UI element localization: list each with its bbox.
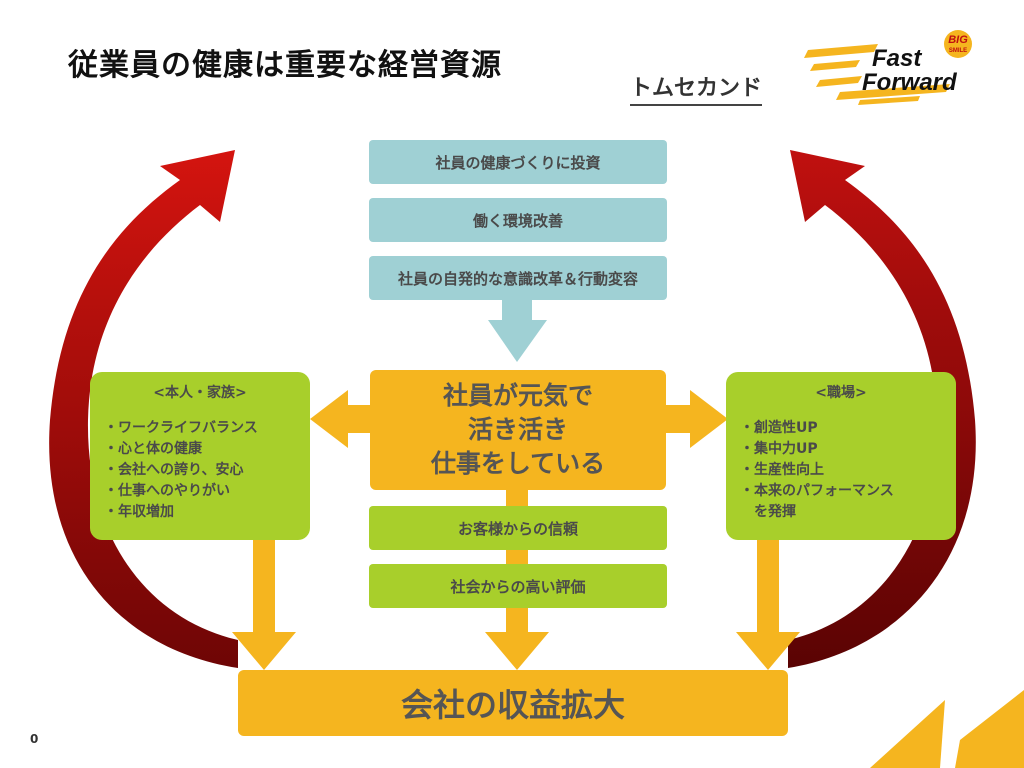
center-line-2: 活き活き — [467, 415, 568, 444]
list-item-continuation: を発揮 — [754, 504, 796, 520]
left-box-self-family: <本人・家族> ワークライフバランス 心と体の健康 会社への誇り、安心 仕事への… — [90, 372, 310, 540]
list-item: 会社への誇り、安心 — [104, 460, 296, 481]
right-box-list: 創造性UP 集中力UP 生産性向上 本来のパフォーマンス — [740, 418, 942, 502]
down-arrow-center — [485, 600, 549, 670]
center-box: 社員が元気で 活き活き 仕事をしている — [370, 370, 666, 490]
step-customer-trust: お客様からの信頼 — [369, 506, 667, 550]
list-item: 生産性向上 — [740, 460, 942, 481]
page-title: 従業員の健康は重要な経営資源 — [68, 48, 502, 83]
list-item: 年収増加 — [104, 502, 296, 523]
svg-text:Forward: Forward — [862, 69, 958, 96]
bottom-box-profit: 会社の収益拡大 — [238, 670, 788, 736]
svg-text:BIG: BIG — [948, 34, 968, 46]
right-box-workplace: <職場> 創造性UP 集中力UP 生産性向上 本来のパフォーマンス を発揮 — [726, 372, 956, 540]
center-line-3: 仕事をしている — [430, 449, 606, 478]
list-item: 創造性UP — [740, 418, 942, 439]
list-item: 心と体の健康 — [104, 439, 296, 460]
svg-text:Fast: Fast — [872, 45, 922, 72]
step-social-reputation: 社会からの高い評価 — [369, 564, 667, 608]
left-box-heading: <本人・家族> — [153, 385, 247, 401]
step-improve-environment: 働く環境改善 — [369, 198, 667, 242]
down-arrow-left — [232, 540, 296, 670]
step-invest-health: 社員の健康づくりに投資 — [369, 140, 667, 184]
list-item: ワークライフバランス — [104, 418, 296, 439]
right-box-heading: <職場> — [815, 385, 867, 401]
left-horizontal-arrow — [310, 390, 373, 448]
list-item: 本来のパフォーマンス — [740, 481, 942, 502]
blue-down-arrow — [488, 296, 547, 362]
fast-forward-logo: BIG SMILE Fast Forward — [804, 30, 972, 105]
center-line-1: 社員が元気で — [442, 381, 593, 410]
step-behavior-change: 社員の自発的な意識改革＆行動変容 — [369, 256, 667, 300]
svg-text:SMILE: SMILE — [949, 48, 967, 54]
company-name: トムセカンド — [630, 70, 763, 106]
down-arrow-right — [736, 540, 800, 670]
right-horizontal-arrow — [666, 390, 728, 448]
left-box-list: ワークライフバランス 心と体の健康 会社への誇り、安心 仕事へのやりがい 年収増… — [104, 418, 296, 523]
corner-decoration — [870, 700, 945, 768]
page-number: 0 — [30, 732, 39, 746]
list-item: 仕事へのやりがい — [104, 481, 296, 502]
list-item: 集中力UP — [740, 439, 942, 460]
